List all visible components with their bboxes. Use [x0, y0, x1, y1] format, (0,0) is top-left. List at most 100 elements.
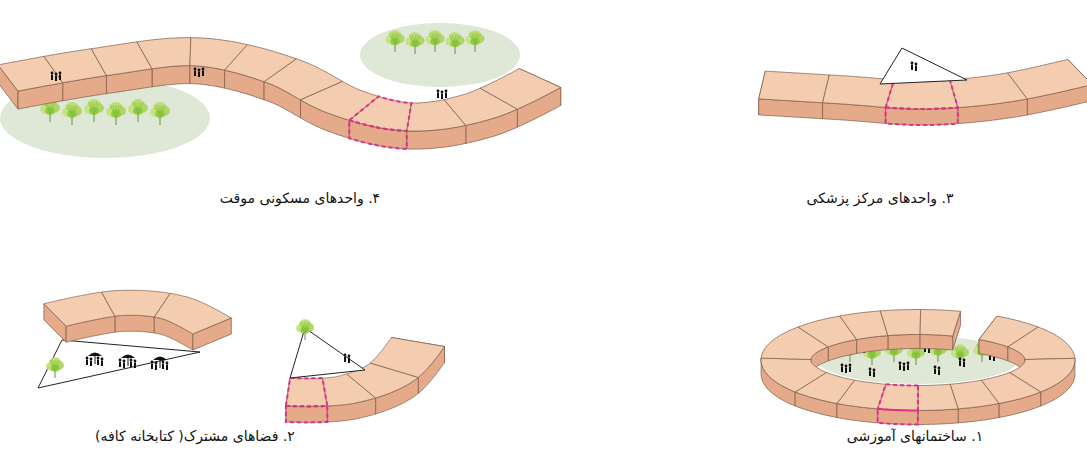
tree-branch: [449, 35, 455, 46]
highlight-unit: [878, 384, 918, 410]
tree-branch: [50, 102, 53, 114]
umbrella-canopy: [88, 353, 102, 357]
tree-branch: [69, 105, 72, 117]
person-body: [202, 71, 204, 77]
tree-branch: [475, 33, 481, 44]
person-body: [903, 366, 905, 372]
band-top-face: [880, 310, 920, 336]
tree-branch: [475, 33, 478, 44]
figure-caption: ۱. ساختمانهای آموزشی: [847, 428, 983, 445]
tree-branch: [91, 102, 94, 114]
umbrella-pole: [160, 360, 161, 368]
person: [151, 361, 154, 369]
tree-branch: [110, 105, 116, 117]
tree-branch: [455, 35, 461, 46]
person-head: [911, 62, 914, 65]
person-head: [134, 360, 137, 363]
person-body: [915, 66, 917, 72]
person-body: [841, 367, 843, 373]
person-body: [123, 363, 125, 369]
cafe-wedge: [38, 340, 200, 388]
person-head: [97, 357, 100, 360]
person-head: [86, 357, 89, 360]
tree: [128, 99, 148, 122]
person-head: [934, 366, 937, 369]
band-top-face: [1008, 59, 1087, 99]
person-body: [151, 364, 153, 370]
person-body: [90, 361, 92, 367]
person-head: [162, 361, 165, 364]
person: [198, 69, 201, 77]
person: [845, 365, 848, 373]
tree-branch: [960, 347, 965, 358]
person: [915, 63, 918, 71]
tree-branch: [55, 360, 58, 371]
band-top-face: [480, 69, 561, 110]
person: [97, 357, 100, 365]
person-head: [202, 68, 205, 71]
person-head: [938, 367, 941, 370]
person: [441, 91, 444, 99]
tree-branch: [94, 102, 100, 114]
person-head: [348, 355, 351, 358]
tree-branch: [415, 35, 418, 46]
tree: [84, 99, 104, 122]
band-top-face: [286, 378, 327, 406]
tree: [296, 319, 314, 340]
person-head: [166, 362, 169, 365]
person-body: [899, 365, 901, 371]
tree-branch: [469, 33, 475, 44]
person-body: [134, 363, 136, 369]
band-side-face: [888, 335, 920, 350]
person: [959, 358, 962, 366]
person-head: [344, 354, 347, 357]
band-top-face: [886, 80, 958, 109]
band-top-face: [1008, 327, 1075, 360]
band-top-face: [759, 71, 830, 103]
person-body: [907, 365, 909, 371]
person-head: [903, 363, 906, 366]
person: [155, 362, 158, 370]
person-body: [97, 360, 99, 366]
tree-branch: [300, 322, 305, 333]
figure-caption: ۴. واحدهای مسکونی موقت: [220, 190, 380, 207]
person-body: [155, 365, 157, 371]
person-body: [130, 362, 132, 368]
person: [130, 359, 133, 367]
person-body: [344, 357, 346, 363]
person: [903, 363, 906, 371]
band-side-face: [286, 406, 327, 422]
highlight-unit: [886, 80, 958, 109]
person: [344, 354, 347, 362]
tree-branch: [113, 105, 116, 117]
person-body: [441, 94, 443, 100]
person-body: [869, 371, 871, 377]
person-body: [166, 365, 168, 371]
person: [166, 362, 169, 370]
band-top-face: [840, 311, 888, 340]
tree-branch: [138, 102, 144, 114]
tree-branch: [392, 33, 395, 44]
band-side-face: [886, 108, 958, 126]
person: [119, 359, 122, 367]
tree-branch: [52, 360, 55, 371]
person: [938, 367, 941, 375]
person: [348, 355, 351, 363]
band-top-face: [154, 293, 231, 334]
person-head: [445, 90, 448, 93]
person-head: [198, 69, 201, 72]
person-head: [869, 368, 872, 371]
tree: [446, 32, 465, 54]
person: [849, 364, 852, 372]
person-head: [101, 358, 104, 361]
highlight-unit: [286, 378, 327, 406]
tree-branch: [88, 102, 94, 114]
tree-branch: [455, 35, 458, 46]
band-side-face: [918, 409, 958, 425]
person-head: [907, 362, 910, 365]
person-body: [198, 72, 200, 78]
person: [134, 360, 137, 368]
band-top-face: [370, 338, 444, 378]
tree-branch: [389, 33, 395, 44]
tree-branch: [160, 105, 166, 117]
